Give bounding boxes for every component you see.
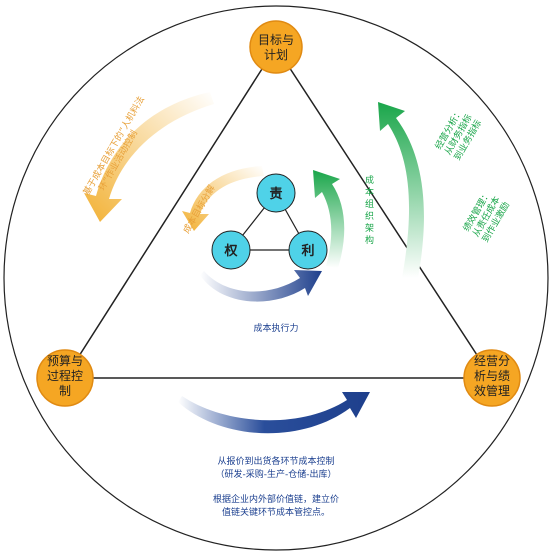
core-node-authority: 权 <box>211 230 251 270</box>
node-budget-line3: 制 <box>59 384 71 398</box>
label-value-chain-line1: 根据企业内外部价值链，建立价 <box>213 493 339 505</box>
node-budget-line1: 预算与 <box>47 353 83 368</box>
label-cost-target-decomp: 成本目标分解 <box>180 183 217 236</box>
orange-arrow-inner <box>182 166 264 231</box>
core-label-responsibility: 责 <box>269 186 282 202</box>
svg-text:组: 组 <box>365 198 374 210</box>
node-analysis-line3: 效管理 <box>474 383 510 398</box>
node-budget-control: 预算与 过程控 制 <box>36 349 94 407</box>
label-value-chain-line2: 值链关键环节成本管控点。 <box>222 506 330 518</box>
node-budget-line2: 过程控 <box>47 368 83 383</box>
node-analysis-performance: 经营分 析与绩 效管理 <box>463 349 521 407</box>
green-arrow-outer <box>378 102 424 278</box>
core-node-benefit: 利 <box>288 230 328 270</box>
blue-arrow-inner <box>200 270 322 302</box>
label-cost-control-line1: 从报价到出货各环节成本控制 <box>217 455 334 467</box>
svg-text:织: 织 <box>365 210 374 222</box>
green-arrow-inner <box>313 170 345 268</box>
svg-text:构: 构 <box>365 234 374 246</box>
svg-text:本: 本 <box>365 186 374 198</box>
core-label-authority: 权 <box>223 243 238 259</box>
label-cost-structure: 成 本 组 织 架 构 <box>365 174 374 246</box>
svg-text:架: 架 <box>365 223 374 234</box>
node-goal-plan-line1: 目标与 <box>258 33 294 47</box>
core-node-responsibility: 责 <box>256 173 296 213</box>
label-cost-execution: 成本执行力 <box>253 322 298 334</box>
core-label-benefit: 利 <box>301 243 314 259</box>
label-cost-control-line2: （研发-采购-生产-仓储-出库） <box>216 468 337 480</box>
core-triangle <box>229 191 310 251</box>
svg-text:成: 成 <box>365 174 374 186</box>
svg-text:成本目标分解: 成本目标分解 <box>180 183 217 236</box>
outer-triangle <box>63 45 494 379</box>
label-cost-target-activity: 基于成本目标下的“人机料法 环”作业活动控制 <box>80 94 147 198</box>
label-biz-analysis: 经营分析： 从财务指标 到业务指标 <box>432 107 484 163</box>
node-goal-plan-line2: 计划 <box>264 48 288 62</box>
node-analysis-line1: 经营分 <box>474 354 510 368</box>
orange-arrow-outer <box>84 92 214 222</box>
blue-arrow-bottom <box>178 392 370 434</box>
node-goal-plan: 目标与 计划 <box>249 20 303 74</box>
node-analysis-line2: 析与绩 <box>474 369 510 383</box>
outer-circle <box>3 5 549 551</box>
label-performance-mgmt: 绩效管理： 从责任成本 到作业激励 <box>460 189 512 245</box>
